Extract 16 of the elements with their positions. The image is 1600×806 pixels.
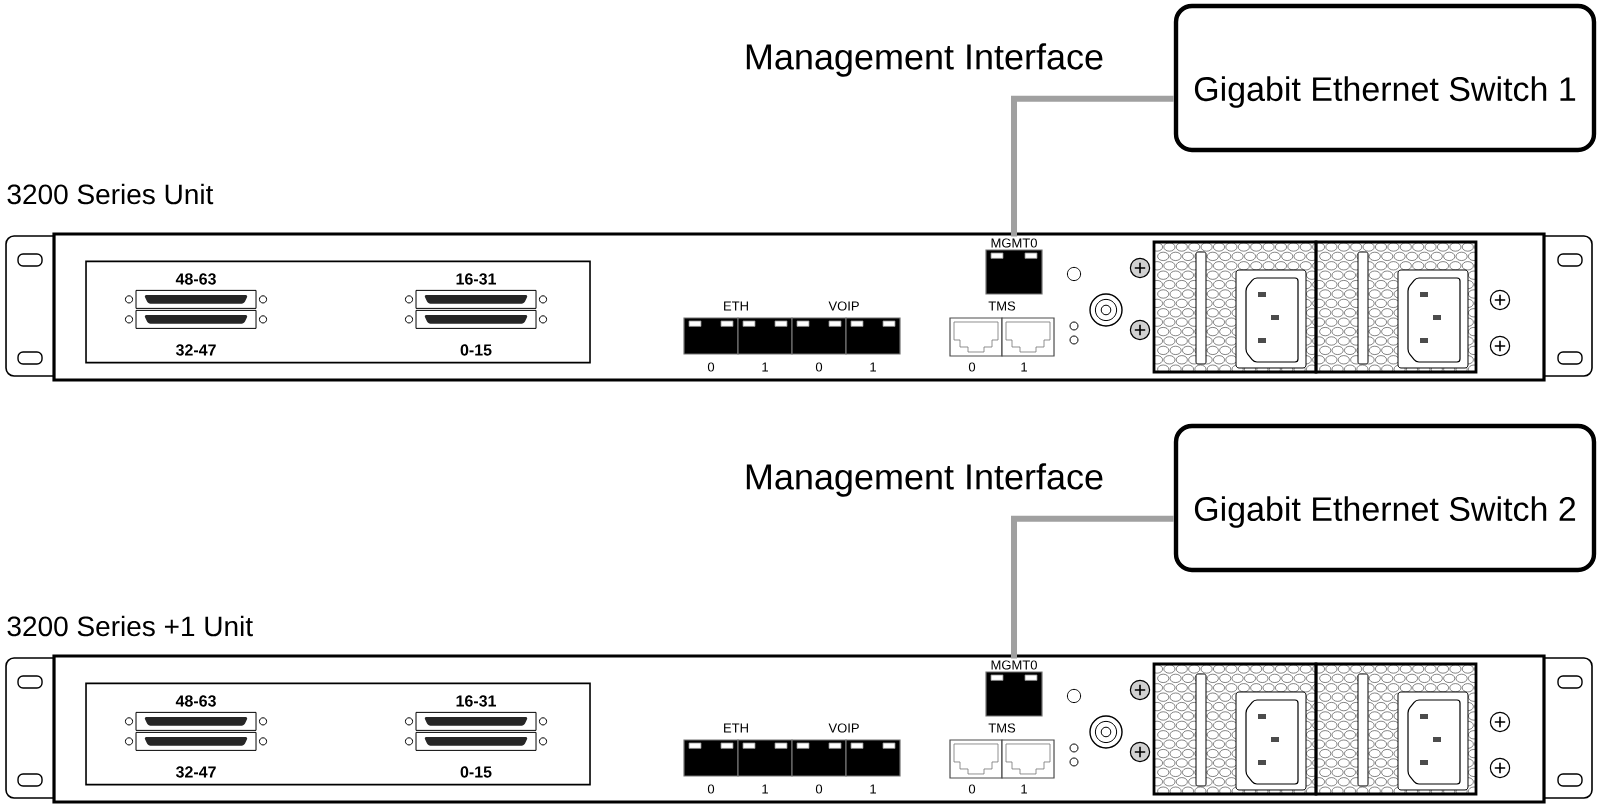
connector-label: 48-63 (175, 695, 216, 707)
connector-label: 32-47 (175, 766, 216, 778)
edge-label: Management Interface (741, 41, 1107, 79)
unit-title: 3200 Series Unit (7, 183, 214, 205)
connector-label: 0-15 (460, 344, 492, 356)
connector-label: 16-31 (456, 695, 496, 707)
connector-label: 32-47 (175, 344, 216, 356)
connector-label: 16-31 (456, 273, 496, 285)
cable-line (1011, 95, 1174, 237)
connector-label: 48-63 (175, 273, 216, 285)
switch-box: Gigabit Ethernet Switch 1 (1173, 3, 1597, 153)
switch-box: Gigabit Ethernet Switch 2 (1173, 423, 1597, 573)
connector-label: 0-15 (460, 766, 492, 778)
unit-title: 3200 Series +1 Unit (7, 615, 253, 637)
edge-label: Management Interface (741, 461, 1107, 499)
cable-line (1011, 515, 1174, 659)
